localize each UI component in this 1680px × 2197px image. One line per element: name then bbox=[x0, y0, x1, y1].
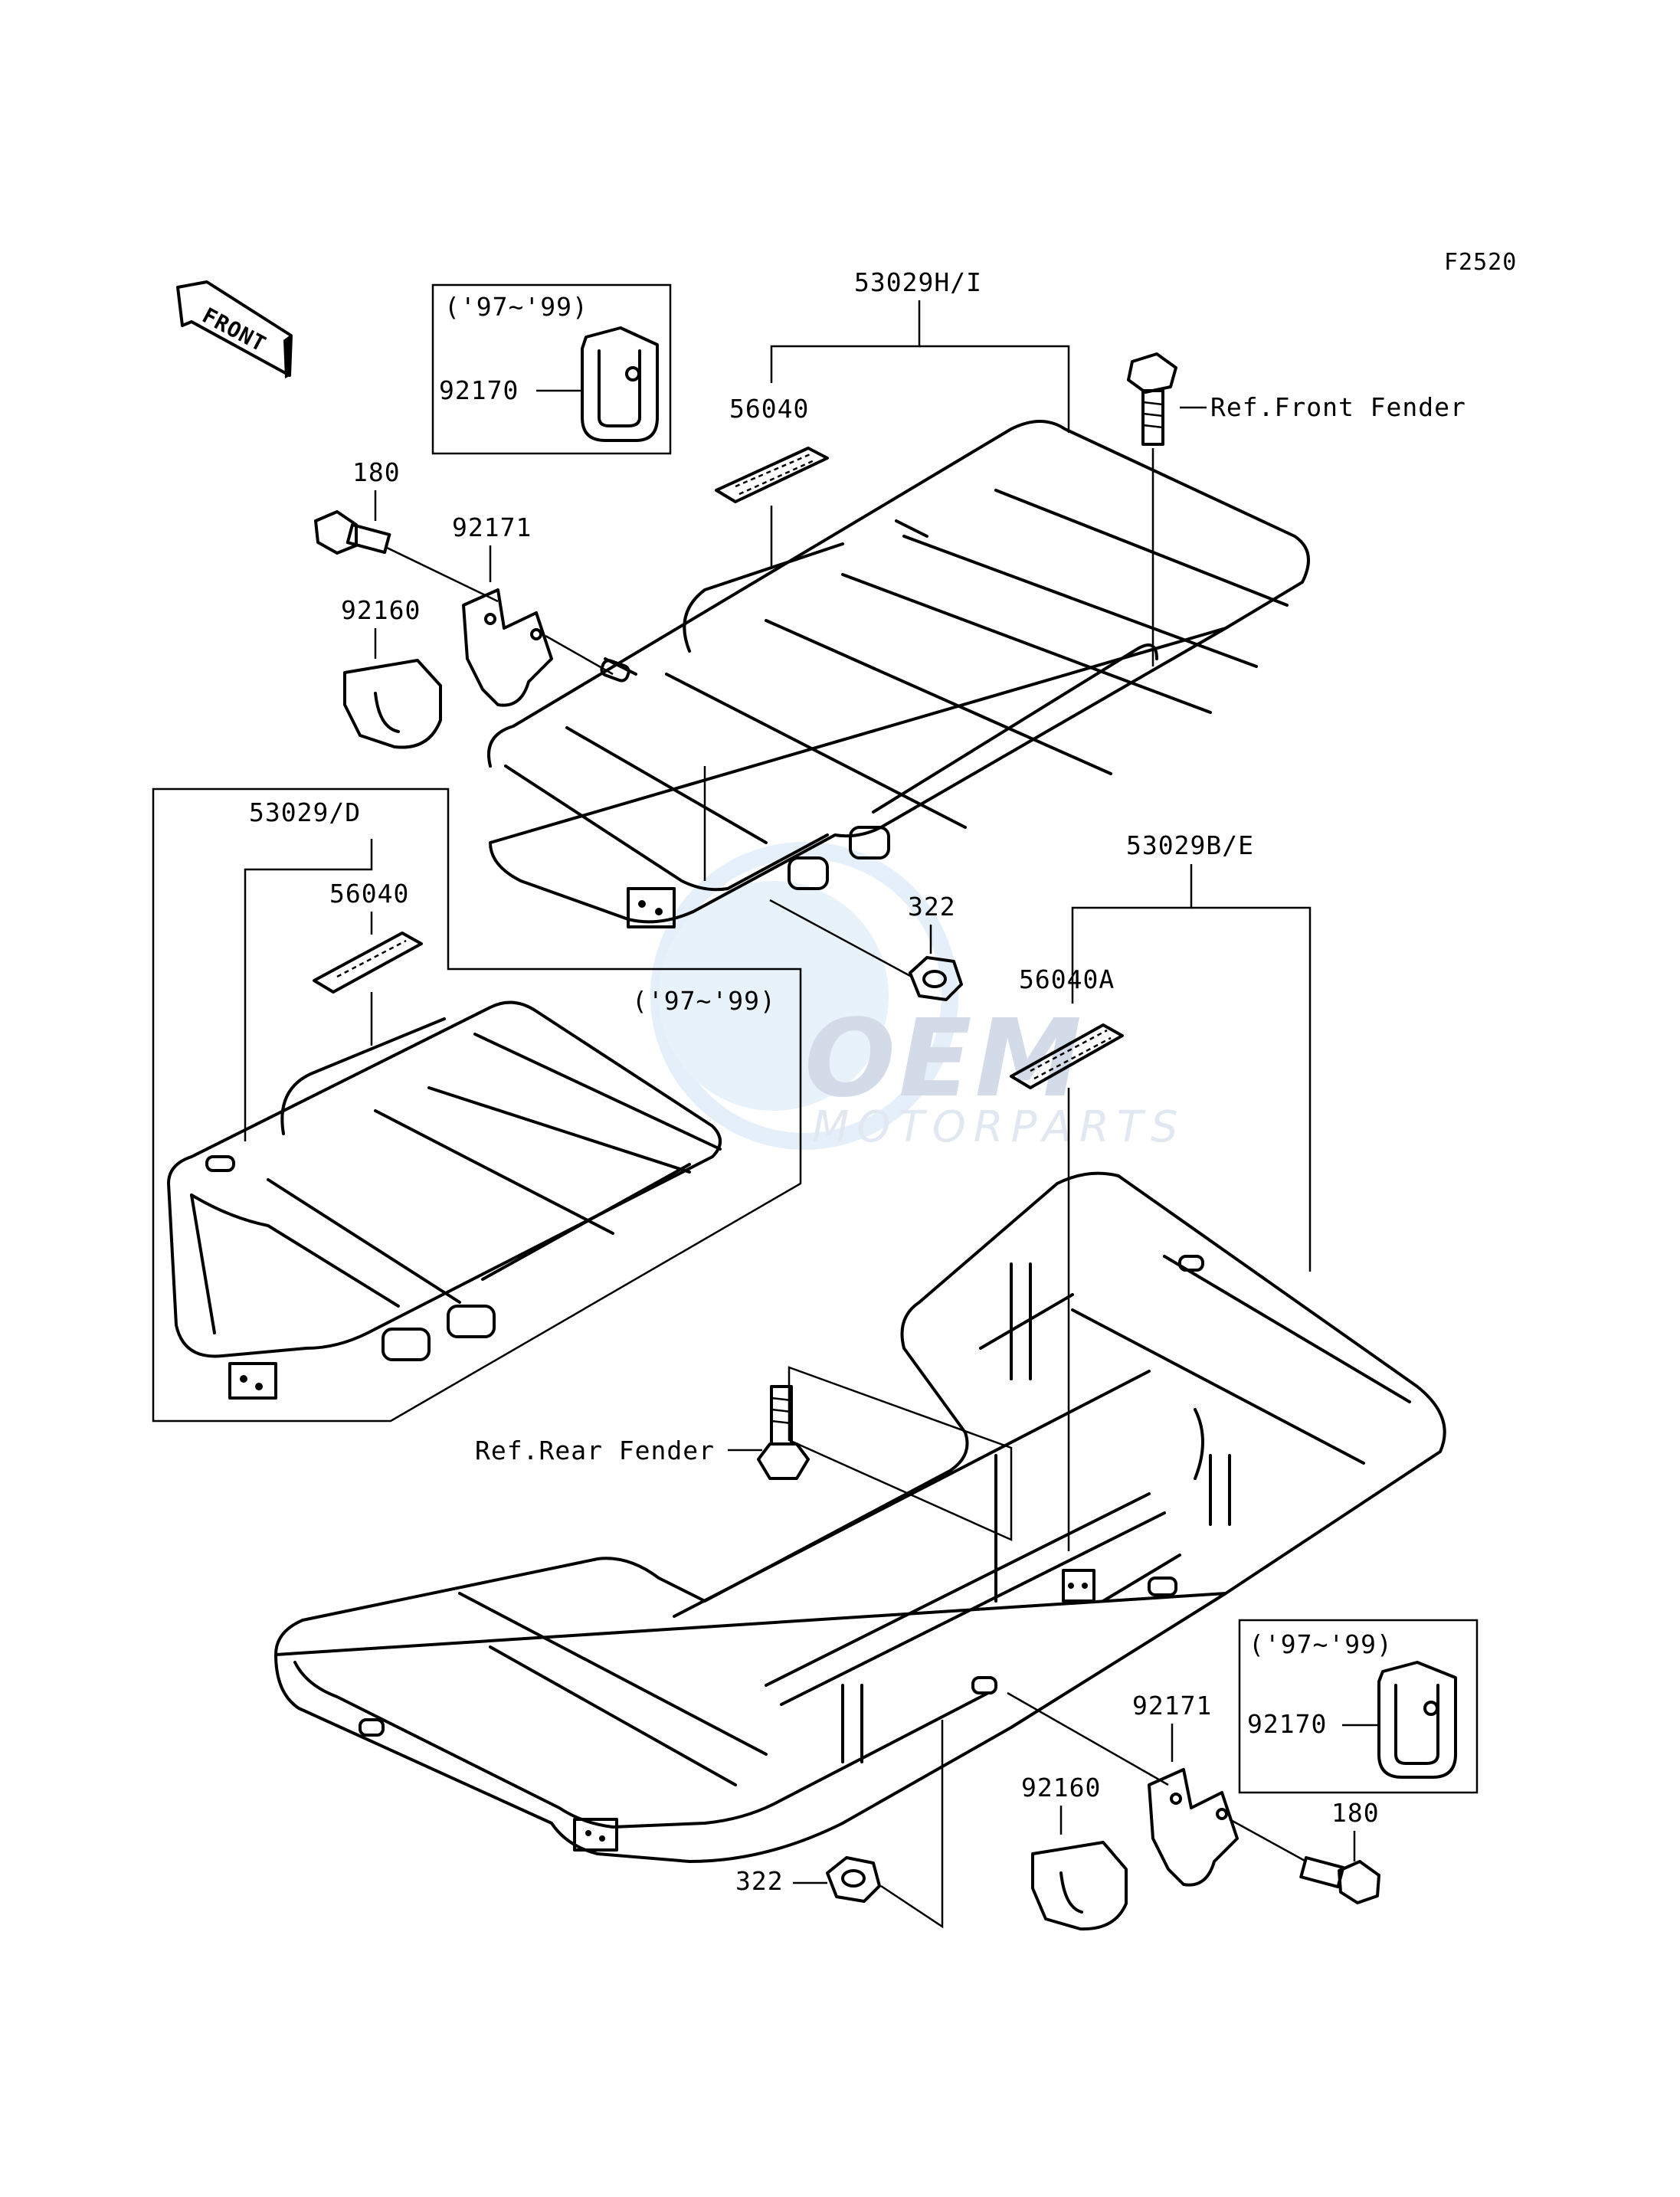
watermark-sub: MOTORPARTS bbox=[812, 1102, 1186, 1152]
bracket-rear-label: 92171 bbox=[1132, 1691, 1212, 1721]
year-box-rear-label: ('97~'99) bbox=[1249, 1629, 1393, 1659]
clamp-rear-icon bbox=[1377, 1661, 1457, 1779]
decal-front-label: 56040 bbox=[729, 394, 809, 424]
decal-rear-label: 56040A bbox=[1019, 964, 1115, 994]
carrier-rear-label: 53029B/E bbox=[1126, 830, 1254, 860]
rubber-rear-icon bbox=[1031, 1841, 1128, 1931]
year-box-front-label: ('97~'99) bbox=[444, 292, 588, 322]
decal-alt-label: 56040 bbox=[329, 879, 409, 909]
clamp-front-icon bbox=[581, 326, 659, 442]
decal-alt-icon bbox=[313, 932, 423, 994]
decal-rear-icon bbox=[1010, 1023, 1124, 1089]
year-box-front bbox=[431, 283, 672, 455]
bolt-front-icon bbox=[314, 510, 391, 555]
decal-front-icon bbox=[715, 447, 829, 503]
carrier-front-label: 53029H/I bbox=[854, 267, 982, 297]
front-fender-bolt-icon bbox=[1127, 352, 1177, 446]
bracket-rear-icon bbox=[1148, 1768, 1239, 1887]
watermark-brand: OEM bbox=[804, 997, 1085, 1121]
clamp-front-label: 92170 bbox=[439, 375, 519, 405]
spacer-front-icon bbox=[600, 659, 630, 683]
year-box-alt-label: ('97~'99) bbox=[632, 986, 776, 1016]
alt-carrier bbox=[167, 1000, 722, 1400]
ref-front-fender-label: Ref.Front Fender bbox=[1210, 392, 1466, 422]
nut-front-label: 322 bbox=[908, 892, 956, 922]
front-arrow-label: FRONT bbox=[198, 303, 270, 357]
bracket-front-label: 92171 bbox=[452, 512, 532, 542]
bolt-front-label: 180 bbox=[352, 457, 401, 487]
carrier-alt-label: 53029/D bbox=[249, 797, 361, 827]
front-carrier bbox=[487, 420, 1310, 928]
nut-rear-label: 322 bbox=[735, 1866, 784, 1896]
rear-fender-ref-area bbox=[788, 1366, 1013, 1541]
clamp-rear-label: 92170 bbox=[1247, 1709, 1327, 1739]
rubber-front-icon bbox=[343, 659, 442, 749]
year-box-rear bbox=[1238, 1619, 1479, 1794]
nut-rear-icon bbox=[826, 1856, 881, 1903]
nut-front-icon bbox=[909, 956, 963, 1001]
alt-carrier-box bbox=[152, 787, 802, 1423]
rear-fender-bolt-icon bbox=[757, 1385, 810, 1480]
figure-code: F2520 bbox=[1444, 249, 1517, 276]
rubber-rear-label: 92160 bbox=[1021, 1773, 1101, 1802]
bolt-rear-label: 180 bbox=[1331, 1798, 1380, 1828]
rear-carrier bbox=[274, 1171, 1446, 1863]
bracket-front-icon bbox=[462, 588, 553, 707]
rubber-front-label: 92160 bbox=[341, 595, 421, 625]
ref-rear-fender-label: Ref.Rear Fender bbox=[475, 1436, 715, 1465]
watermark: OEM MOTORPARTS bbox=[650, 842, 1186, 1152]
bolt-rear-icon bbox=[1299, 1856, 1380, 1904]
front-arrow-icon: FRONT bbox=[176, 280, 293, 378]
